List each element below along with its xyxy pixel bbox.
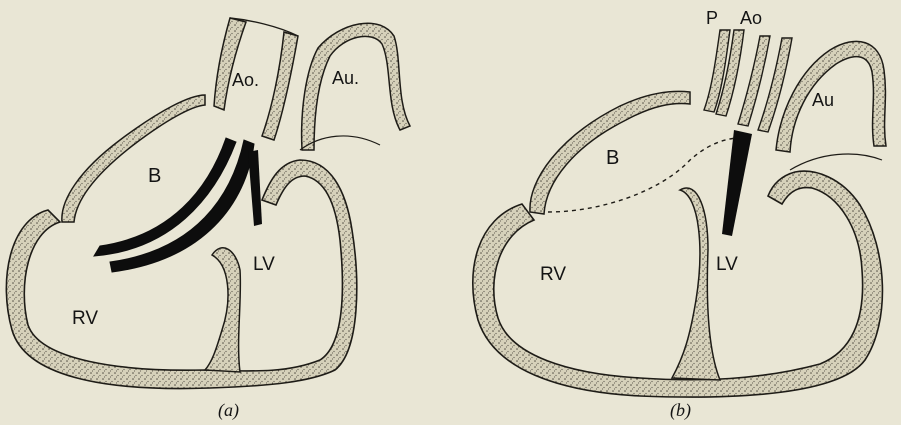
panel-a-upper-wall [62,95,205,222]
panel-b-label-au: Au [812,90,834,110]
panel-b-pulmonary-artery [704,30,744,116]
panel-b-label-b: B [606,147,619,169]
panel-a-rv-outer-wall [6,160,356,389]
panel-b: P Ao Au B LV RV (b) [473,8,886,421]
panel-b-label-lv: LV [716,254,738,275]
panel-b-label-rv: RV [540,264,566,285]
panel-a-dark-spur [248,150,262,226]
panel-a-septum [205,248,240,372]
panel-a-label-au: Au. [332,68,359,88]
panel-b-caption: (b) [670,400,691,421]
panel-a-label-b: B [148,165,161,187]
panel-b-label-p: P [706,8,718,28]
panel-b-atrium-base [790,154,882,170]
panel-b-label-ao: Ao [740,8,762,28]
panel-a-label-lv: LV [253,254,275,275]
panel-b-dark-septum [722,130,752,236]
panel-a-label-ao: Ao. [232,70,259,90]
panel-b-septum [672,188,720,380]
panel-a-label-rv: RV [72,308,98,329]
panel-a-caption: (a) [218,400,239,421]
panel-a: Ao. Au. B LV RV (a) [6,18,410,421]
